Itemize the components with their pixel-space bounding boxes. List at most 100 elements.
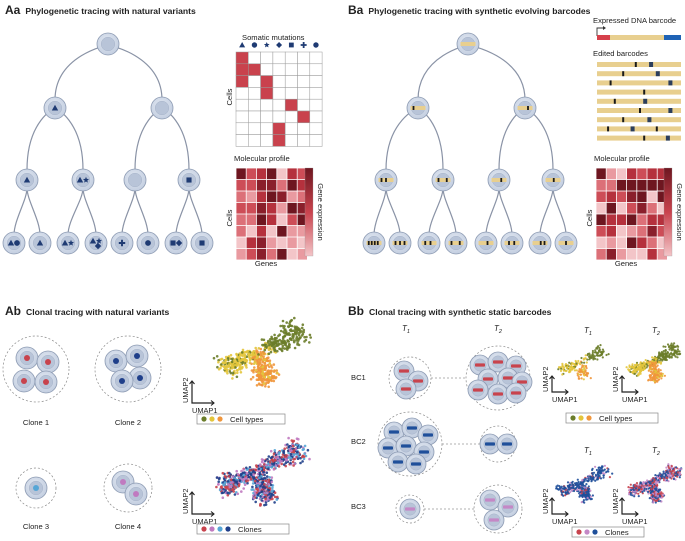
umap-point: [634, 365, 637, 368]
umap-point: [261, 485, 265, 489]
matrix-cell: [235, 134, 249, 147]
umap-point: [295, 339, 298, 342]
umap-point: [589, 475, 592, 479]
umap-point: [644, 359, 647, 362]
umap-point: [562, 368, 565, 371]
umap-point: [247, 353, 250, 356]
umap-point: [229, 353, 233, 357]
umap-point: [289, 461, 292, 465]
umap-point: [592, 478, 595, 481]
umap-point: [674, 474, 677, 477]
umap-point: [261, 384, 264, 387]
heatmap-cell: [246, 202, 256, 214]
umap-point: [277, 373, 281, 376]
umap-point: [670, 467, 673, 470]
matrix-cell: [284, 51, 298, 65]
umap-point: [270, 480, 274, 484]
heatmap-cell: [606, 179, 616, 191]
umap-point: [301, 332, 305, 336]
umap-point: [279, 347, 282, 351]
umap-point: [256, 488, 260, 491]
umap-point: [283, 347, 286, 350]
heatmap-cell: [277, 237, 287, 249]
heatmap-cell: [657, 168, 667, 180]
umap-point: [653, 367, 656, 371]
umap-point: [264, 479, 268, 483]
heatmap-cell: [596, 248, 606, 260]
heatmap-cell: [287, 225, 297, 237]
umap-point: [234, 481, 237, 484]
heatmap-cell: [657, 191, 667, 203]
heatmap-cell: [606, 237, 616, 249]
umap-point: [668, 473, 671, 476]
heatmap-cell: [657, 179, 667, 191]
umap-point: [309, 336, 313, 339]
umap-point: [651, 482, 654, 485]
umap-point: [277, 452, 281, 456]
umap-point: [587, 491, 590, 494]
umap-point: [272, 346, 275, 350]
umap-point: [254, 468, 257, 472]
umap-point: [253, 360, 257, 364]
ba-expression-heatmap: [596, 168, 667, 260]
umap-point: [585, 364, 588, 368]
umap-point: [232, 485, 236, 488]
umap-point: [219, 485, 223, 489]
barcode: [478, 241, 494, 245]
umap-point: [267, 455, 271, 458]
umap-point: [672, 348, 675, 351]
umap-point: [261, 493, 264, 496]
umap-point: [260, 338, 264, 341]
heatmap-cell: [267, 225, 277, 237]
tree-cell: [388, 231, 412, 255]
umap-point: [658, 375, 661, 378]
umap-point: [221, 491, 225, 495]
umap-point: [278, 338, 282, 342]
heatmap-cell: [277, 191, 287, 203]
umap-point: [655, 379, 658, 382]
umap-point: [230, 360, 234, 364]
umap-point: [652, 498, 655, 501]
umap-point: [233, 493, 237, 496]
umap-point: [629, 492, 633, 495]
bc2-t1: [377, 411, 443, 477]
umap-point: [581, 364, 584, 367]
matrix-cell: [248, 87, 261, 100]
umap-point: [292, 464, 295, 467]
heatmap-cell: [297, 179, 307, 191]
umap-point: [281, 319, 285, 323]
umap-point: [270, 490, 273, 493]
ba-heatmap-genes-label: Genes: [615, 259, 638, 268]
umap-point: [676, 471, 680, 474]
umap-point: [657, 374, 660, 377]
plus-icon: [118, 239, 126, 247]
edited-barcode: [597, 80, 681, 86]
umap-point: [597, 351, 600, 354]
umap1-label: UMAP1: [622, 395, 647, 404]
umap-point: [640, 487, 643, 491]
umap-point: [224, 355, 228, 359]
tree-cell: [28, 231, 52, 255]
bc1-label: BC1: [351, 373, 366, 382]
umap-point: [230, 366, 234, 370]
heatmap-cell: [287, 237, 297, 249]
umap-point: [299, 456, 302, 460]
umap-point: [285, 454, 288, 457]
matrix-cell: [235, 122, 249, 135]
umap-point: [658, 351, 661, 354]
umap-point: [235, 375, 239, 379]
umap-point: [594, 479, 597, 482]
umap-point: [574, 487, 577, 490]
umap-point: [268, 476, 271, 479]
heatmap-cell: [657, 225, 667, 237]
ba-molecular-profile-label: Molecular profile: [594, 154, 650, 163]
umap-point: [589, 477, 592, 481]
umap-point: [628, 489, 631, 492]
umap-point: [583, 486, 586, 489]
umap-point: [229, 478, 233, 482]
umap-point: [654, 358, 657, 361]
heatmap-cell: [596, 191, 606, 203]
umap-point: [290, 324, 294, 328]
umap-point: [297, 333, 301, 337]
ba-heatmap-cells-label: Cells: [585, 209, 594, 226]
